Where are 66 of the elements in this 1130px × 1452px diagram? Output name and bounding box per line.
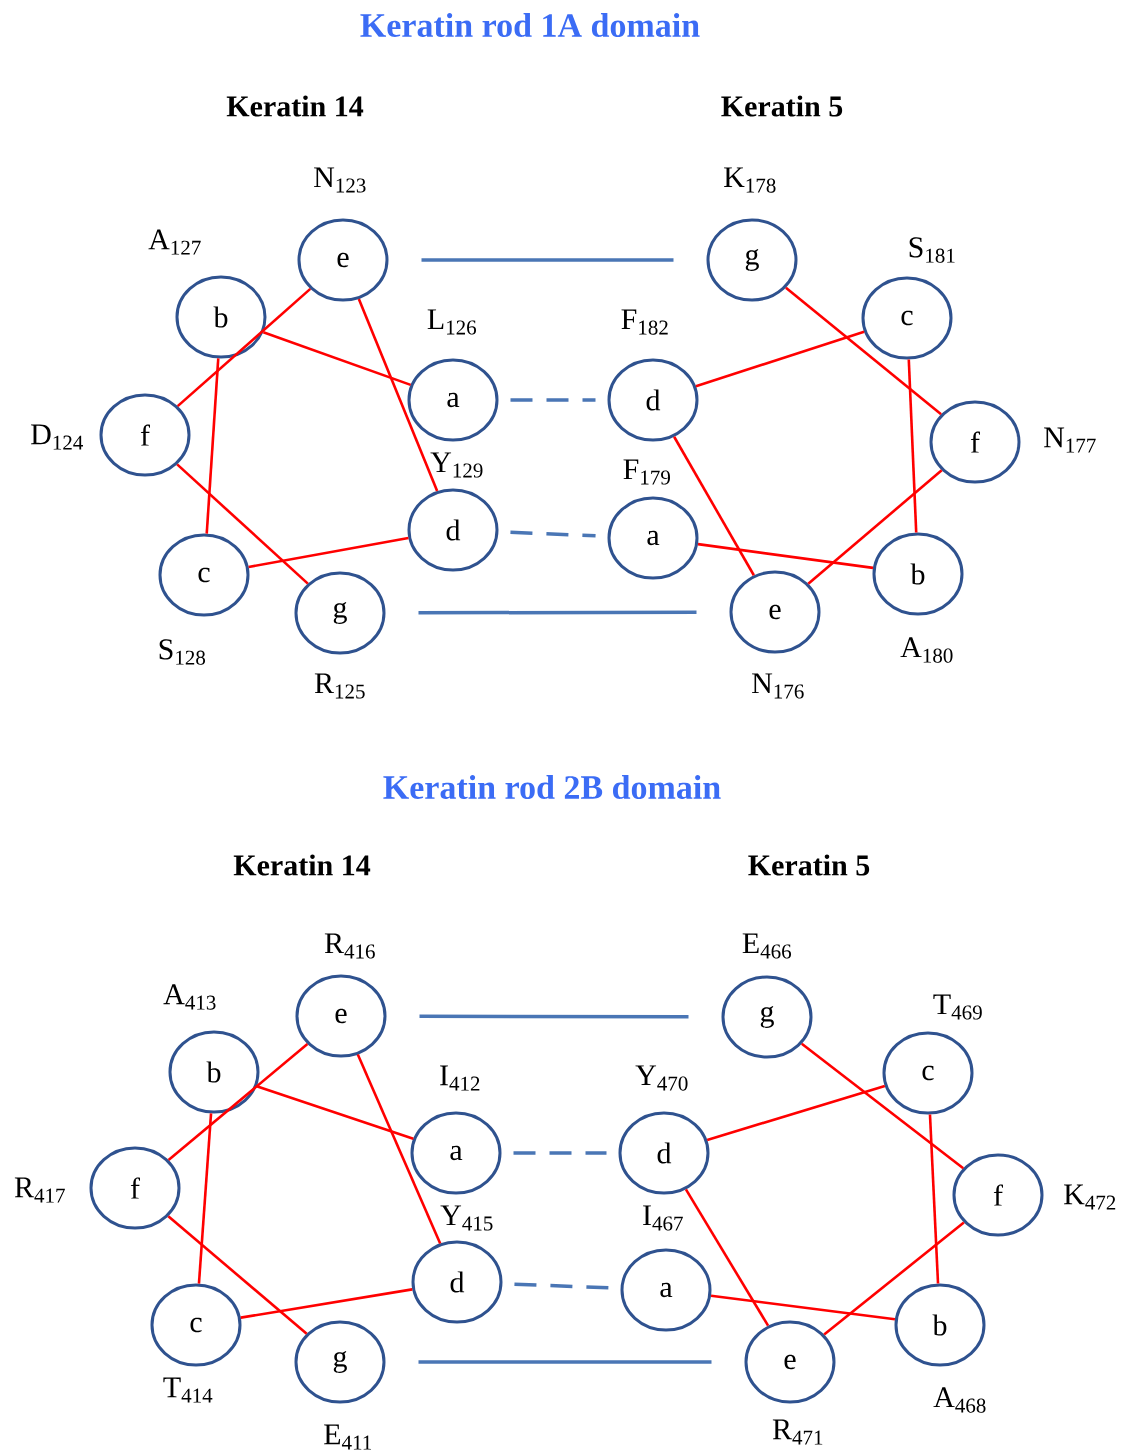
subheading: Keratin 14 [226,95,364,117]
connector-line [513,1151,607,1155]
connector-line [907,359,918,533]
connector-line [697,542,874,570]
subheading: Keratin 5 [721,95,843,117]
connector-line [510,530,596,538]
residue-label: I$_{412}$ [440,1065,480,1091]
connector-line [176,287,312,408]
connector-line [684,1188,770,1327]
connector-line [262,330,412,387]
residue-label: K$_{472}$ [1064,1184,1116,1210]
connector-line [710,1294,896,1321]
residue-label: L$_{126}$ [427,309,477,335]
subheading: Keratin 14 [233,854,371,876]
residue-label: S$_{181}$ [909,237,955,263]
heading: Keratin rod 2B domain [383,775,721,799]
connector-line [256,1085,414,1140]
residue-label: Y$_{415}$ [440,1205,493,1231]
residue-label: R$_{125}$ [314,673,365,699]
connector-line [673,436,755,576]
connector-line [706,1084,886,1142]
connector-line [510,398,596,402]
residue-label: F$_{179}$ [623,459,670,485]
connector-line [356,1054,442,1244]
residue-label: A$_{127}$ [148,229,201,255]
residue-label: N$_{177}$ [1044,427,1096,453]
residue-label: A$_{180}$ [900,637,953,663]
connector-line [514,1282,609,1290]
residue-label: D$_{124}$ [31,424,83,450]
connector-line [421,258,674,262]
residue-label: R$_{417}$ [14,1177,65,1203]
residue-label: S$_{128}$ [159,639,206,665]
connector-line [248,536,409,569]
residue-label: R$_{416}$ [324,933,375,959]
residue-label: I$_{467}$ [643,1205,683,1231]
residue-label: E$_{466}$ [742,933,792,959]
connector-line [823,1221,965,1336]
connector-line [419,1014,689,1019]
residue-label: Y$_{129}$ [430,452,483,478]
connector-line [240,1288,413,1319]
connector-line [197,1113,213,1284]
residue-label: T$_{469}$ [933,994,982,1020]
connector-line [800,1042,965,1170]
connector-line [695,330,865,388]
connector-line [167,1215,308,1335]
connector-line [357,298,439,492]
connector-line [176,463,309,585]
connector-line [418,610,697,615]
residue-label: F$_{182}$ [621,309,668,335]
residue-label: N$_{123}$ [314,167,366,193]
heading: Keratin rod 1A domain [360,13,700,37]
connector-line [205,358,220,534]
connector-line [928,1114,940,1284]
residue-label: E$_{411}$ [324,1424,371,1450]
connector-line [167,1043,309,1161]
residue-label: Y$_{470}$ [635,1065,688,1091]
residue-label: A$_{468}$ [933,1387,986,1413]
residue-label: T$_{414}$ [163,1377,213,1403]
connector-line [807,469,943,585]
residue-label: N$_{176}$ [752,673,804,699]
connector-line [785,286,942,416]
residue-label: A$_{413}$ [163,984,216,1010]
residue-label: K$_{178}$ [724,167,776,193]
residue-label: R$_{471}$ [772,1419,823,1445]
subheading: Keratin 5 [748,854,870,876]
connector-line [418,1360,712,1364]
